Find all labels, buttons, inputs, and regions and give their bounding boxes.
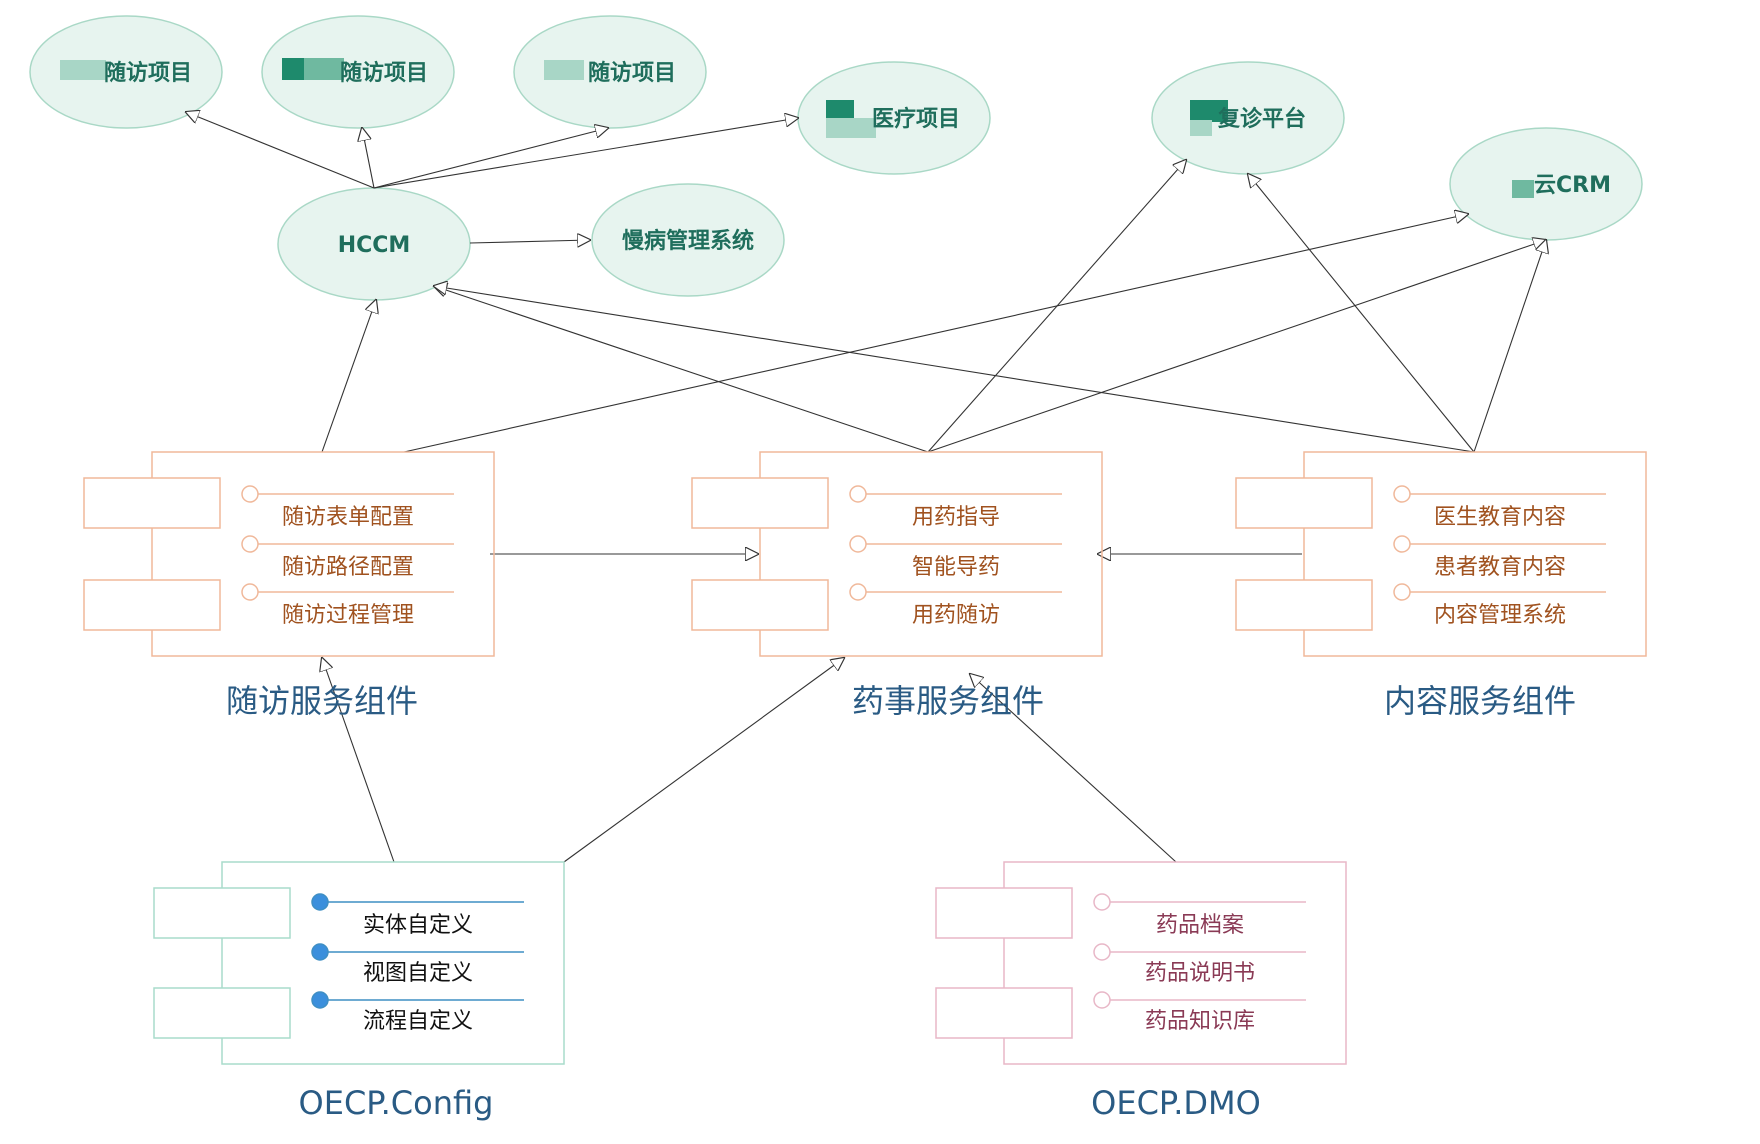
component-item: 医生教育内容 — [1434, 505, 1566, 530]
component-port — [691, 579, 829, 631]
interface-dot-icon — [311, 943, 329, 961]
ellipse-node-yiliao[interactable]: 医疗项目 — [797, 61, 991, 175]
interface-dot-icon — [311, 991, 329, 1009]
ellipse-label: 医疗项目 — [872, 106, 960, 132]
component-item: 药品知识库 — [1145, 1009, 1255, 1034]
component-port — [691, 477, 829, 529]
ellipse-node-fuzhen[interactable]: 复诊平台 — [1151, 61, 1345, 175]
interface-lollipop-icon — [849, 583, 867, 601]
component-title: 随访服务组件 — [226, 682, 418, 720]
arrow — [1473, 240, 1546, 453]
ellipse-label: 慢病管理系统 — [622, 228, 754, 254]
component-item: 流程自定义 — [363, 1009, 473, 1034]
arrow — [970, 674, 1177, 863]
component-item: 智能导药 — [912, 555, 1000, 580]
component-port — [1235, 579, 1373, 631]
component-port — [83, 477, 221, 529]
interface-lollipop-icon — [241, 535, 259, 553]
component-item: 用药随访 — [912, 603, 1000, 628]
component-port — [1235, 477, 1373, 529]
arrow — [434, 286, 1475, 453]
redacted-block — [1190, 120, 1212, 136]
interface-lollipop-icon — [849, 485, 867, 503]
component-item: 内容管理系统 — [1434, 603, 1566, 628]
component-item: 患者教育内容 — [1434, 555, 1566, 580]
component-title: OECP.DMO — [1091, 1084, 1261, 1122]
redacted-block — [1512, 180, 1534, 198]
component-item: 用药指导 — [912, 505, 1000, 530]
component-oecp-config[interactable]: 实体自定义 视图自定义 流程自定义 — [153, 861, 565, 1065]
ellipse-node-suifang-1[interactable]: 随访项目 — [29, 15, 223, 129]
arrow — [322, 658, 395, 863]
component-item: 随访路径配置 — [282, 555, 414, 580]
component-yaoshi[interactable]: 用药指导 智能导药 用药随访 — [691, 451, 1103, 657]
interface-lollipop-icon — [1393, 535, 1411, 553]
ellipse-label: HCCM — [338, 233, 411, 258]
arrow — [362, 128, 375, 189]
component-item: 视图自定义 — [363, 961, 473, 986]
redacted-block — [544, 60, 584, 80]
component-neirong[interactable]: 医生教育内容 患者教育内容 内容管理系统 — [1235, 451, 1647, 657]
arrow — [186, 112, 375, 189]
redacted-block — [304, 58, 344, 80]
component-port — [935, 887, 1073, 939]
arrow — [434, 286, 929, 453]
arrow — [321, 300, 376, 453]
component-item: 随访过程管理 — [282, 603, 414, 628]
component-title: 药事服务组件 — [852, 682, 1044, 720]
interface-lollipop-icon — [1093, 893, 1111, 911]
component-port — [153, 887, 291, 939]
interface-lollipop-icon — [849, 535, 867, 553]
ellipse-node-yuncrm[interactable]: 云CRM — [1449, 127, 1643, 241]
interface-lollipop-icon — [1393, 583, 1411, 601]
interface-lollipop-icon — [1093, 991, 1111, 1009]
ellipse-label: 复诊平台 — [1217, 106, 1306, 132]
ellipse-label: 随访项目 — [340, 60, 428, 86]
interface-lollipop-icon — [1393, 485, 1411, 503]
interface-lollipop-icon — [241, 485, 259, 503]
component-title: OECP.Config — [299, 1084, 494, 1122]
arrow — [373, 128, 608, 189]
component-oecp-dmo[interactable]: 药品档案 药品说明书 药品知识库 — [935, 861, 1347, 1065]
component-item: 药品档案 — [1156, 913, 1244, 938]
interface-lollipop-icon — [1093, 943, 1111, 961]
arrow — [927, 160, 1186, 453]
component-port — [83, 579, 221, 631]
ellipse-label: 随访项目 — [104, 60, 192, 86]
ellipse-node-manbing[interactable]: 慢病管理系统 — [591, 183, 785, 297]
redacted-block — [1190, 100, 1228, 122]
component-port — [935, 987, 1073, 1039]
redacted-block — [60, 60, 106, 80]
arrows — [186, 112, 1546, 863]
ellipse-label: 云CRM — [1534, 173, 1611, 198]
ellipse-node-suifang-2[interactable]: 随访项目 — [261, 15, 455, 129]
interface-lollipop-icon — [241, 583, 259, 601]
arrow — [1248, 174, 1475, 453]
component-port — [153, 987, 291, 1039]
component-title: 内容服务组件 — [1384, 682, 1576, 720]
ellipse-node-hccm[interactable]: HCCM — [277, 187, 471, 301]
arrow — [563, 658, 844, 863]
component-item: 随访表单配置 — [282, 505, 414, 530]
redacted-block — [826, 118, 876, 138]
arrow — [403, 214, 1468, 453]
redacted-block — [282, 58, 304, 80]
interface-dot-icon — [311, 893, 329, 911]
ellipse-node-suifang-3[interactable]: 随访项目 — [513, 15, 707, 129]
arrow — [469, 240, 590, 243]
arrow — [373, 118, 798, 189]
component-suifang[interactable]: 随访表单配置 随访路径配置 随访过程管理 — [83, 451, 495, 657]
arrow — [927, 240, 1546, 453]
ellipse-label: 随访项目 — [588, 60, 676, 86]
component-item: 药品说明书 — [1145, 961, 1255, 986]
component-item: 实体自定义 — [363, 913, 473, 938]
